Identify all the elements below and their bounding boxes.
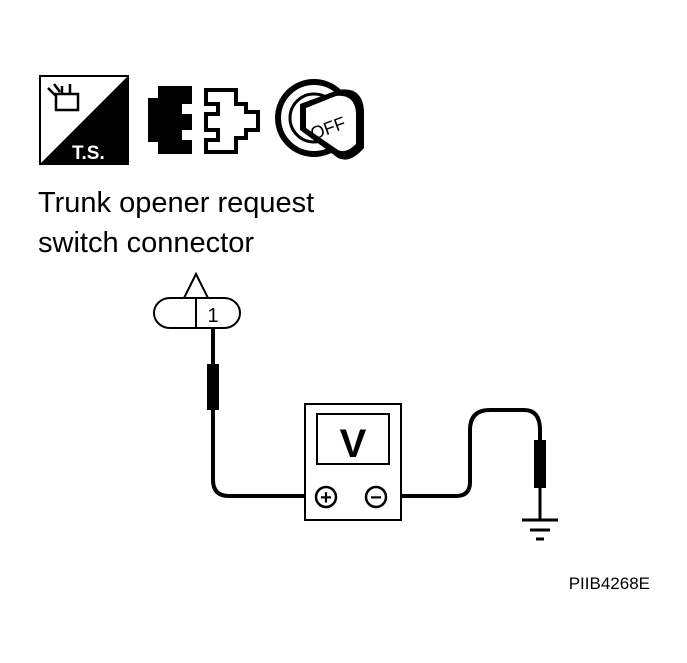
connector-title-line1: Trunk opener request [38,187,314,219]
disconnected-connector-icon [148,86,260,154]
ts-label: T.S. [72,143,105,164]
ground-icon [522,518,558,541]
negative-lead-wire [392,408,542,498]
ignition-off-icon: OFF [275,79,364,160]
voltmeter-display [316,413,390,465]
negative-terminal [364,485,388,509]
voltmeter-label: V [340,422,367,466]
positive-terminal [314,485,338,509]
figure-id: PIIB4268E [569,574,650,593]
plus-symbol: + [320,487,332,509]
positive-lead-wire [211,328,314,498]
minus-symbol: − [370,487,382,509]
connector-symbol: 1 [153,271,241,329]
terminal-number: 1 [207,305,218,327]
ts-kit-icon: T.S. [39,75,129,165]
connector-title-line2: switch connector [38,227,254,259]
negative-probe [534,440,546,488]
voltmeter: V + − [304,403,402,521]
positive-probe [207,364,219,410]
